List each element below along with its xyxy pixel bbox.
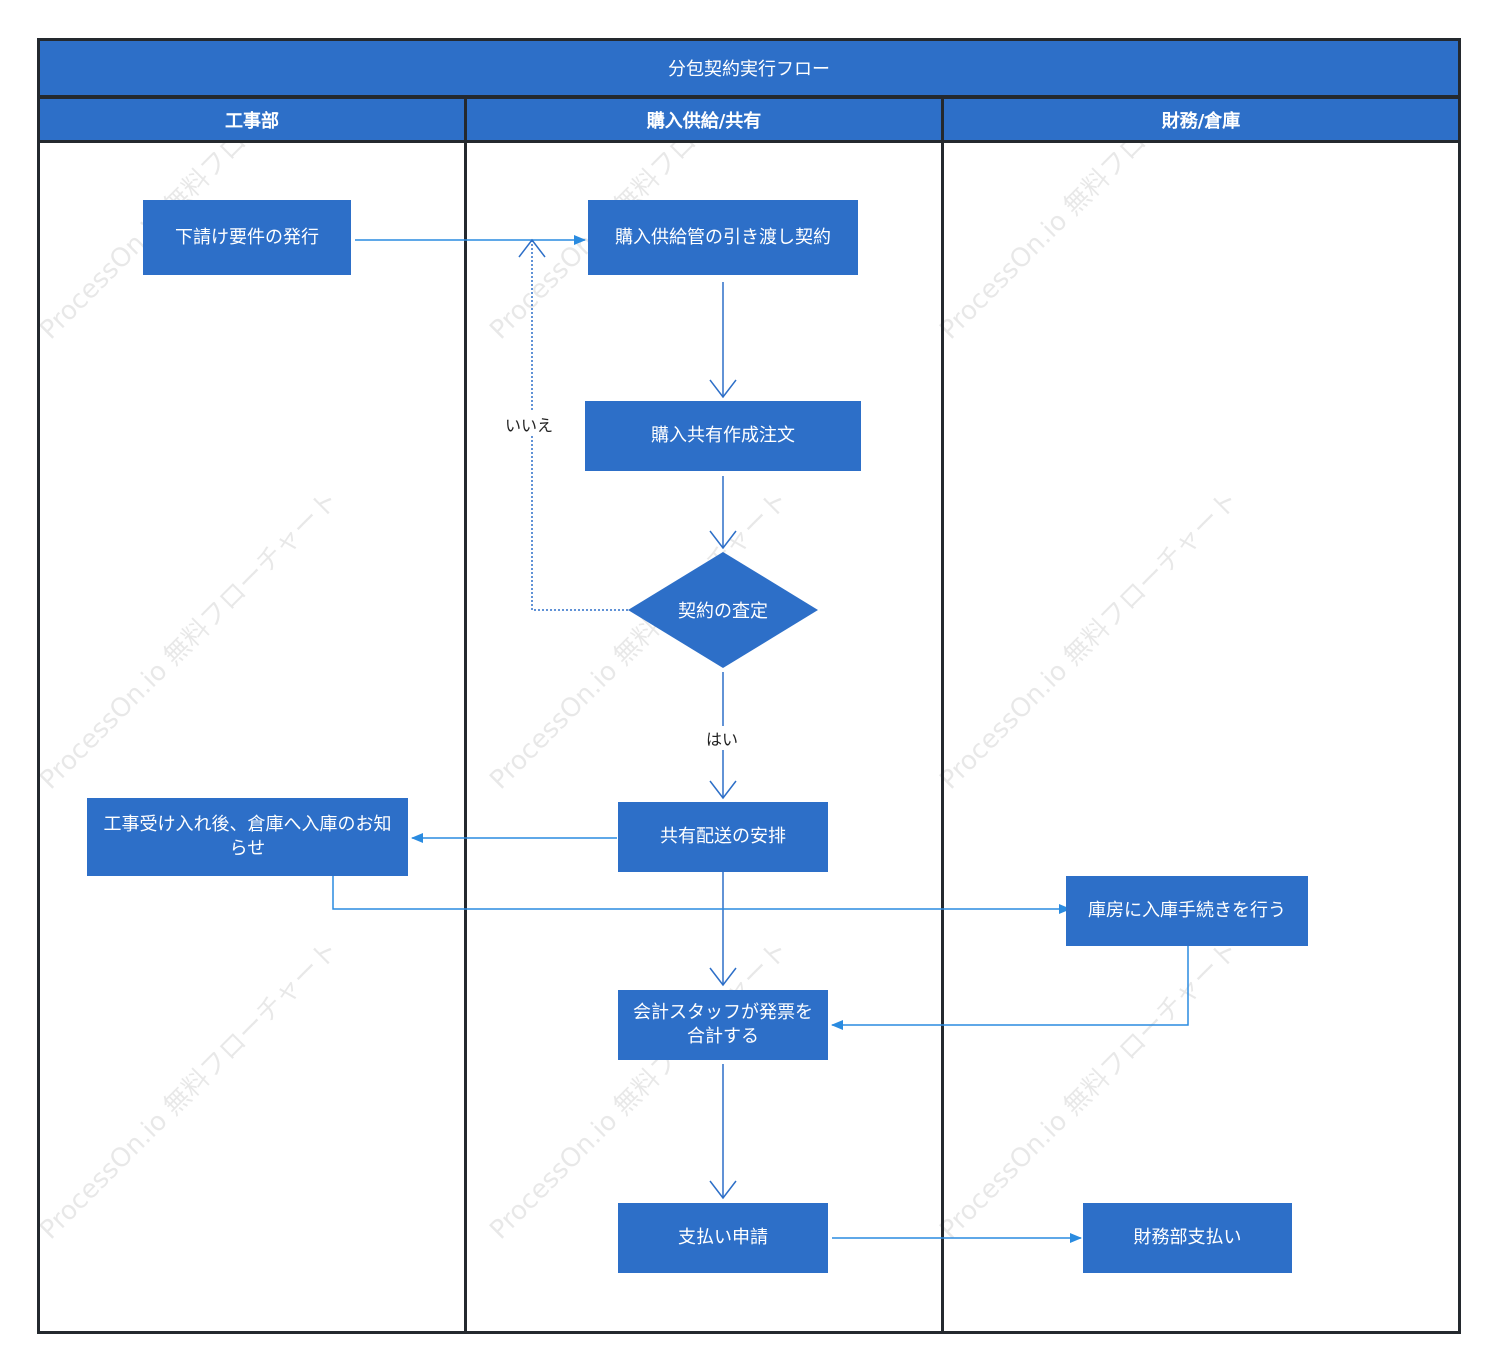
- edge-arrowhead: [709, 530, 737, 550]
- node-payment-request: 支払い申請: [618, 1203, 828, 1273]
- edge-label-yes: はい: [704, 726, 741, 750]
- edge-label-no: いいえ: [503, 412, 556, 436]
- edge-arrowhead: [518, 238, 546, 258]
- node-warehouse-entry-procedure: 庫房に入庫手続きを行う: [1066, 876, 1308, 946]
- lane-header-construction: 工事部: [37, 96, 467, 143]
- lane-header-finance: 財務/倉庫: [941, 96, 1461, 143]
- node-handover-contract: 購入供給管の引き渡し契約: [588, 200, 858, 275]
- edge-n7-n8: [831, 946, 1189, 1030]
- node-total-invoices: 会計スタッフが発票を合計する: [618, 990, 828, 1060]
- node-contract-assessment: 契約の査定: [678, 601, 768, 622]
- node-finance-payment: 財務部支払い: [1083, 1203, 1292, 1273]
- decision-diamond: [628, 552, 818, 668]
- edge-n6-n7: [332, 876, 1071, 914]
- node-create-purchase-order: 購入共有作成注文: [585, 401, 861, 471]
- lane-divider: [941, 96, 944, 1334]
- edge-arrowhead: [709, 967, 737, 987]
- node-arrange-delivery: 共有配送の安排: [618, 802, 828, 872]
- lane-divider: [464, 96, 467, 1334]
- edge-n4-n2-no: [531, 240, 628, 611]
- edge-arrowhead: [709, 379, 737, 399]
- edge-arrowhead: [709, 780, 737, 800]
- edge-arrowhead: [709, 1180, 737, 1200]
- node-issue-subcontract-requirement: 下請け要件の発行: [143, 200, 351, 275]
- node-notify-warehouse-entry: 工事受け入れ後、倉庫へ入庫のお知らせ: [87, 798, 408, 876]
